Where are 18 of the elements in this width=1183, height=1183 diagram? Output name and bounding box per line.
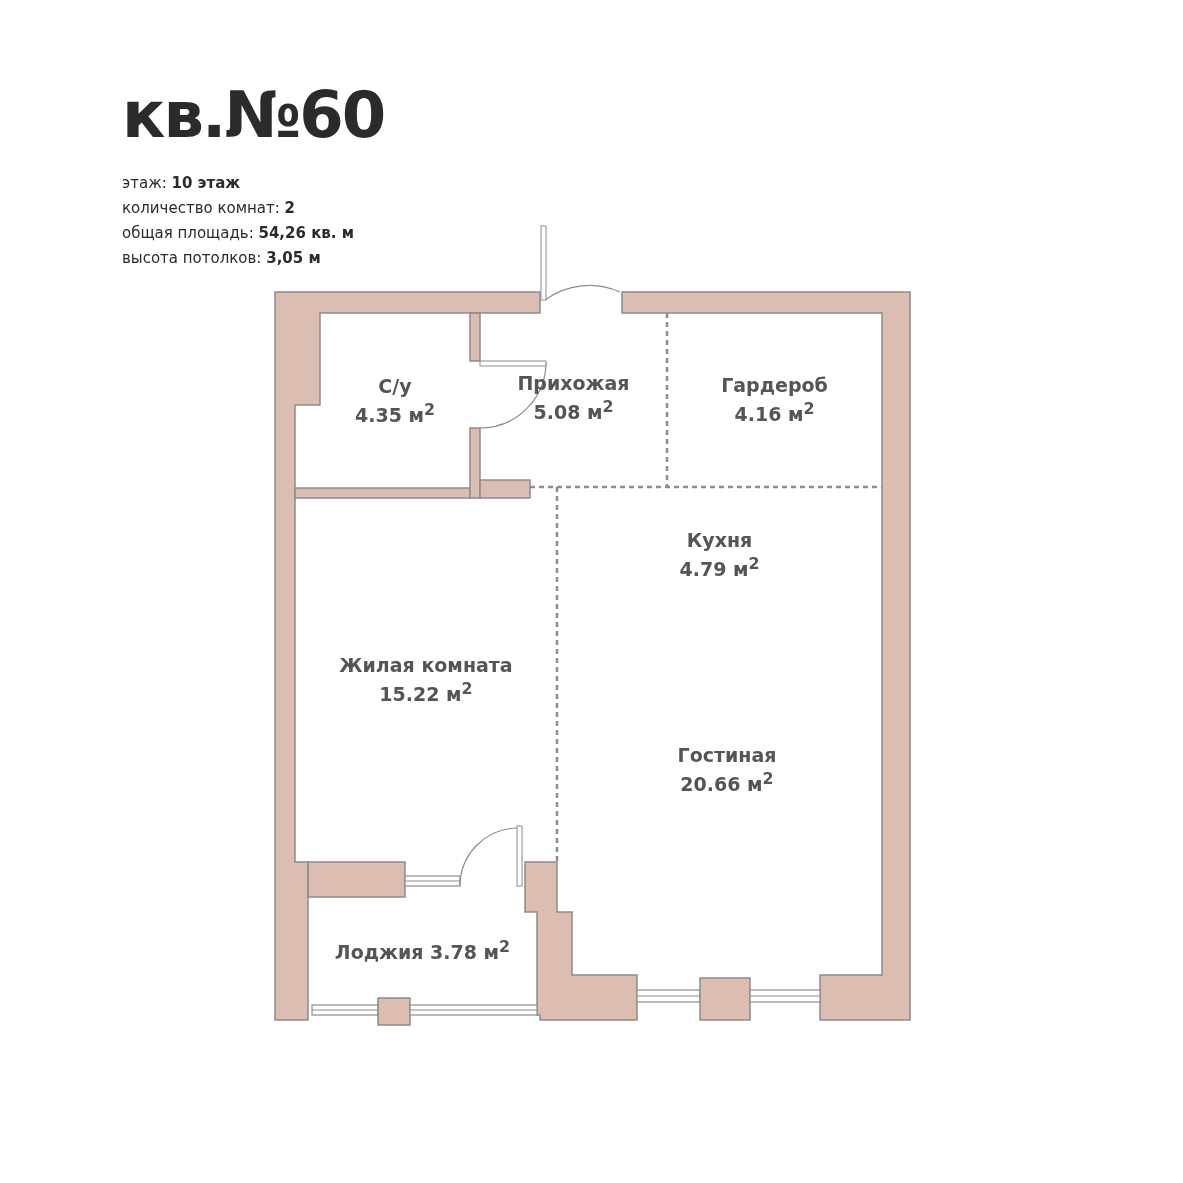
room-name: Гостиная [677,743,777,768]
info-line: общая площадь: 54,26 кв. м [122,224,354,242]
info-line: высота потолков: 3,05 м [122,249,321,267]
room-area: 20.66 м$^{2}$ [680,767,774,797]
room-label: Лоджия 3.78 м$^{2}$ [334,935,511,965]
room-area: 5.08 м$^{2}$ [533,395,614,425]
info-line: этаж: 10 этаж [122,174,241,192]
room-name: Кухня [686,528,753,553]
room-area: 15.22 м$^{2}$ [379,677,473,707]
room-name: С/у [378,373,412,398]
room-area: 4.16 м$^{2}$ [734,397,815,427]
info-line: количество комнат: 2 [122,199,295,217]
room-name: Гардероб [721,373,828,398]
room-name: Прихожая [517,371,630,396]
room-area: 4.79 м$^{2}$ [679,552,760,582]
room-name: Жилая комната [339,653,513,678]
apartment-title: кв.№60 [122,78,385,152]
room-area: 4.35 м$^{2}$ [354,397,435,428]
